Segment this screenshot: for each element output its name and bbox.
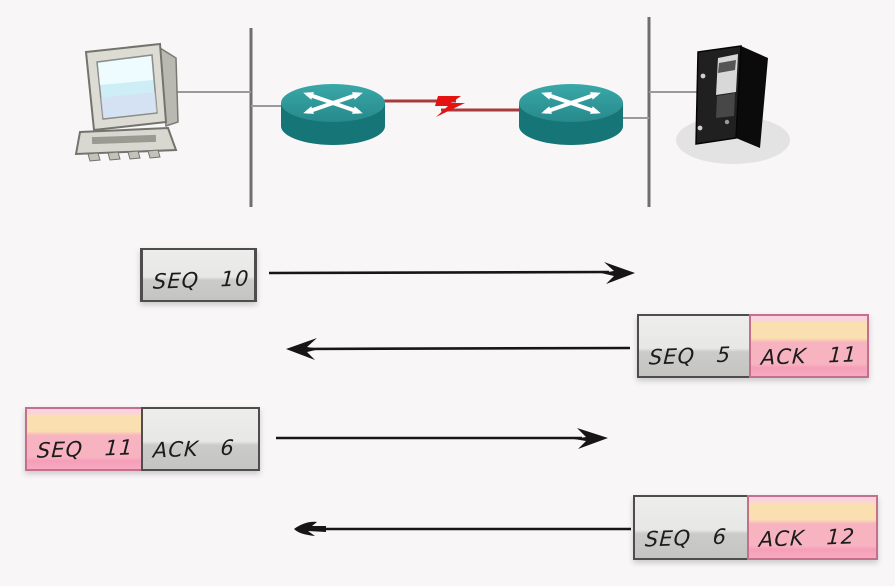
arrow-left-row4 — [294, 521, 631, 536]
router1-icon — [281, 84, 385, 145]
router2-icon — [519, 84, 623, 145]
arrow-left-row2 — [286, 338, 631, 360]
ack-cell: ACK 11 — [749, 314, 869, 378]
pc-icon — [74, 42, 179, 162]
packet-box-row4: SEQ 6 ACK 12 — [633, 495, 878, 560]
seq-cell: SEQ 5 — [637, 314, 751, 378]
arrow-right-row3 — [276, 428, 608, 449]
seq-label: SEQ 5 — [648, 342, 732, 370]
ack-label: ACK 11 — [760, 342, 858, 370]
seq-label: SEQ 11 — [36, 435, 135, 463]
ack-cell: ACK 6 — [141, 407, 260, 471]
ack-cell: ACK 12 — [747, 495, 878, 560]
seq-cell: SEQ 10 — [140, 248, 257, 302]
lightning-bolt-icon — [435, 96, 465, 117]
ack-label: ACK 6 — [152, 435, 236, 463]
seq-label: SEQ 6 — [644, 524, 728, 552]
server-icon — [676, 45, 790, 164]
seq-cell: SEQ 6 — [633, 495, 749, 560]
seq-cell: SEQ 11 — [25, 407, 143, 471]
ethernet-links — [166, 91, 702, 119]
packet-box-row2: SEQ 5 ACK 11 — [637, 314, 869, 378]
topology-canvas — [74, 17, 790, 207]
packet-box-row1: SEQ 10 — [140, 248, 257, 302]
ack-label: ACK 12 — [758, 524, 856, 552]
arrow-right-row1 — [268, 262, 635, 284]
seq-label: SEQ 10 — [152, 266, 251, 294]
packet-box-row3: SEQ 11 ACK 6 — [25, 407, 260, 471]
